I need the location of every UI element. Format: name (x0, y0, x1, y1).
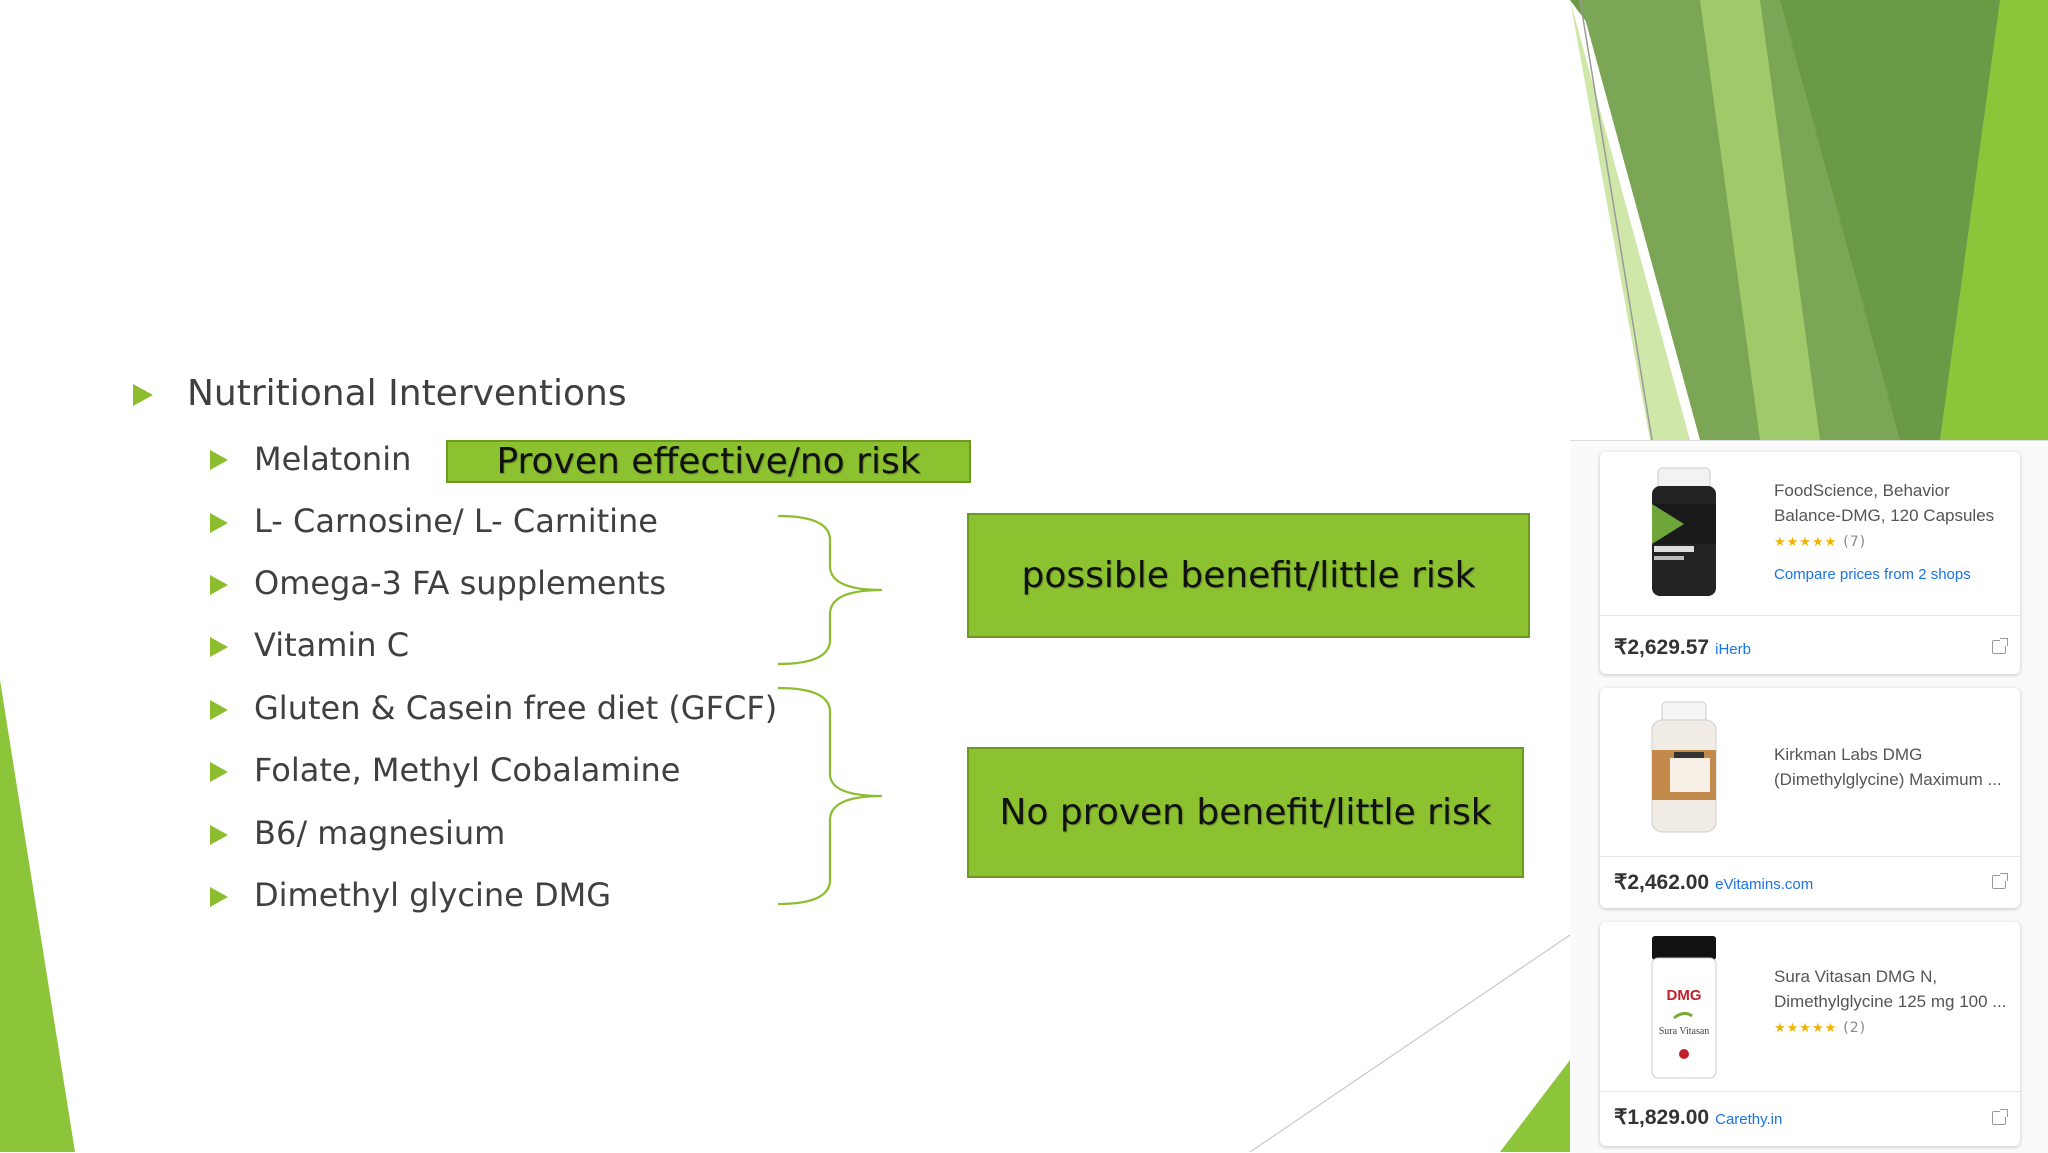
product-name: (Dimethylglycine) Maximum ... (1774, 770, 2002, 789)
bottle-brand: Sura Vitasan (1659, 1026, 1710, 1037)
bullet-icon (210, 513, 228, 533)
bottom-left-shape (0, 680, 75, 1152)
bullet-icon (210, 762, 228, 782)
external-link-icon[interactable] (1992, 873, 2008, 889)
product-name: Kirkman Labs DMG (1774, 745, 1923, 764)
rating-count: (2) (1843, 1020, 1867, 1036)
card-divider (1600, 1091, 2020, 1092)
top-right-stripe (1700, 0, 1820, 440)
price-row: ₹2,629.57 iHerb (1614, 635, 1751, 660)
product-card[interactable]: FoodScience, Behavior Balance-DMG, 120 C… (1600, 452, 2020, 674)
top-right-bright-shape (1940, 0, 2048, 440)
store-link[interactable]: Carethy.in (1715, 1111, 1783, 1128)
product-card[interactable]: Kirkman Labs DMG (Dimethylglycine) Maxim… (1600, 688, 2020, 908)
rating-stars: ★★★★★ (2) (1774, 1020, 1866, 1036)
card-divider (1600, 856, 2020, 857)
list-item: B6/ magnesium (254, 814, 506, 852)
bottle-label: DMG (1667, 987, 1702, 1004)
bullet-icon (210, 825, 228, 845)
list-item: L- Carnosine/ L- Carnitine (254, 502, 658, 540)
bullet-icon (210, 450, 228, 470)
bottom-thin-line (1249, 934, 1571, 1152)
price: ₹2,462.00 (1614, 871, 1710, 894)
external-link-icon[interactable] (1992, 638, 2008, 654)
list-item: Melatonin (254, 440, 412, 478)
bullet-icon (210, 700, 228, 720)
possible-benefit-label: possible benefit/little risk (967, 513, 1530, 638)
bullet-icon (210, 637, 228, 657)
bottom-right-shape (1500, 1060, 1570, 1152)
rating-count: (7) (1843, 534, 1867, 550)
price-row: ₹2,462.00 eVitamins.com (1614, 870, 1813, 895)
product-card[interactable]: DMG Sura Vitasan Sura Vitasan DMG N, Dim… (1600, 922, 2020, 1146)
external-link-icon[interactable] (1992, 1109, 2008, 1125)
no-proven-benefit-label: No proven benefit/little risk (967, 747, 1524, 878)
brace-top (777, 514, 883, 666)
bullet-icon (210, 887, 228, 907)
rating-stars: ★★★★★ (7) (1774, 534, 1866, 550)
list-item: Omega-3 FA supplements (254, 564, 667, 602)
top-right-light-shape (1570, 0, 1690, 440)
proven-effective-label: Proven effective/no risk (446, 440, 971, 483)
price: ₹2,629.57 (1614, 636, 1710, 659)
product-image: DMG Sura Vitasan (1651, 936, 1717, 1079)
product-name: Sura Vitasan DMG N, (1774, 967, 1938, 986)
list-item: Folate, Methyl Cobalamine (254, 751, 681, 789)
product-image (1651, 701, 1717, 833)
top-right-thin-line (1579, 0, 1653, 441)
stars-icon: ★★★★★ (1774, 535, 1838, 550)
product-name: Dimethylglycine 125 mg 100 ... (1774, 992, 2007, 1011)
product-name: Balance-DMG, 120 Capsules (1774, 506, 1995, 525)
section-heading: Nutritional Interventions (187, 373, 627, 414)
list-item: Vitamin C (254, 626, 410, 664)
store-link[interactable]: iHerb (1715, 641, 1751, 658)
list-item: Dimethyl glycine DMG (254, 876, 612, 914)
price-row: ₹1,829.00 Carethy.in (1614, 1105, 1782, 1130)
card-divider (1600, 615, 2020, 616)
compare-prices-link[interactable]: Compare prices from 2 shops (1774, 566, 1971, 583)
product-name: FoodScience, Behavior (1774, 481, 1950, 500)
bullet-icon (210, 575, 228, 595)
product-image (1652, 467, 1716, 596)
bullet-heading-icon (133, 384, 153, 406)
brace-bottom (777, 686, 883, 906)
stars-icon: ★★★★★ (1774, 1021, 1838, 1036)
store-link[interactable]: eVitamins.com (1715, 876, 1814, 893)
list-item: Gluten & Casein free diet (GFCF) (254, 689, 778, 727)
price: ₹1,829.00 (1614, 1106, 1710, 1129)
